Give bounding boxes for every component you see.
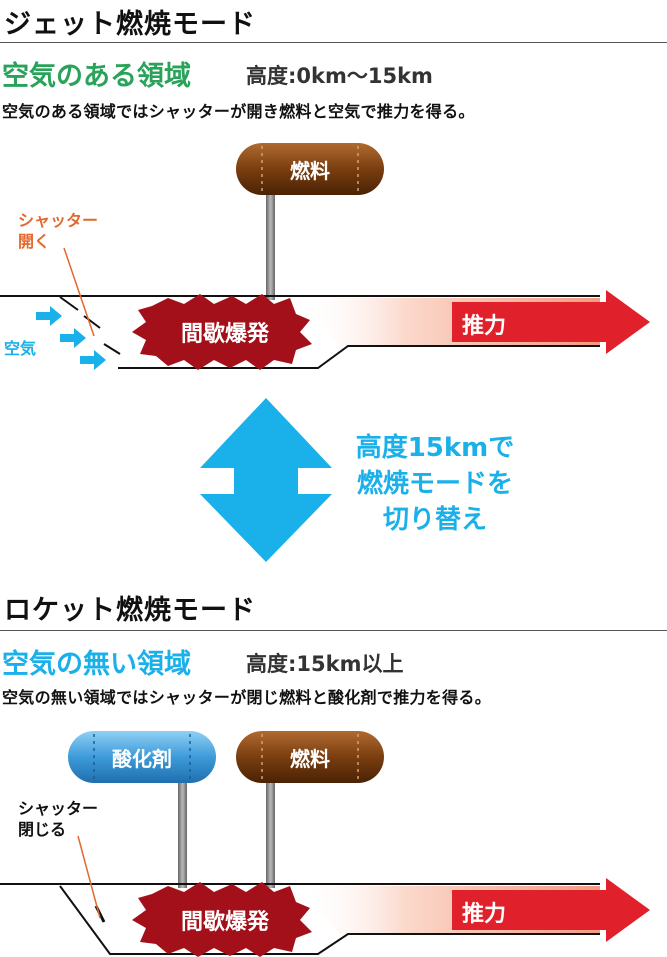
- jet-shutter-lower: [103, 343, 121, 355]
- jet-mode-title: ジェット燃焼モード: [4, 9, 256, 40]
- rocket-region-title: 空気の無い領域: [2, 649, 191, 680]
- rocket-oxidizer-label: 酸化剤: [112, 747, 172, 771]
- rocket-thrust-arrow: [452, 878, 650, 942]
- air-arrow-icon: [36, 306, 62, 326]
- jet-burst-shape: [132, 294, 312, 370]
- rocket-shutter-note-line1: シャッター: [18, 799, 99, 818]
- mode-switch-caption: 高度15kmで 燃焼モードを 切り替え: [345, 430, 525, 538]
- jet-fuel-tank: [236, 143, 384, 195]
- rocket-thrust-label: 推力: [462, 902, 507, 927]
- rocket-altitude: 高度:15km以上: [246, 652, 404, 676]
- rocket-engine: [0, 731, 650, 957]
- jet-air-arrows: [36, 306, 106, 370]
- jet-air-label: 空気: [4, 339, 37, 358]
- air-arrow-icon: [80, 350, 106, 370]
- rocket-duct-bottom: [59, 885, 600, 955]
- jet-region-title: 空気のある領域: [2, 61, 191, 92]
- jet-fuel-pipe: [266, 192, 275, 300]
- jet-duct-bottom: [118, 345, 600, 369]
- mode-switch-line1: 高度15kmで: [355, 433, 515, 463]
- jet-thrust-label: 推力: [462, 314, 507, 339]
- rocket-burst-shape: [132, 882, 312, 957]
- mode-switch-line2: 燃焼モードを: [356, 469, 513, 499]
- rocket-shutter-leader: [77, 835, 101, 919]
- air-arrow-icon: [60, 328, 86, 348]
- rocket-description: 空気の無い領域ではシャッターが閉じ燃料と酸化剤で推力を得る。: [2, 688, 492, 707]
- jet-burst-label: 間歇爆発: [180, 322, 269, 347]
- jet-shutter-note-line1: シャッター: [18, 211, 99, 230]
- jet-title-divider: [0, 42, 667, 43]
- jet-thrust-arrow: [452, 290, 650, 354]
- jet-fuel-label: 燃料: [290, 159, 330, 183]
- rocket-fuel-tank: [236, 731, 384, 783]
- rocket-shutter-note-line2: 閉じる: [18, 820, 67, 839]
- rocket-shutter-note: シャッター 閉じる: [18, 798, 98, 840]
- jet-engine: [0, 143, 650, 370]
- mode-switch-line3: 切り替え: [382, 505, 487, 535]
- rocket-oxidizer-pipe: [178, 780, 187, 888]
- mode-switch-double-arrow-icon: [200, 398, 332, 562]
- rocket-title-divider: [0, 630, 667, 631]
- jet-altitude: 高度:0km〜15km: [246, 64, 433, 88]
- jet-shutter-note-line2: 開く: [18, 232, 51, 251]
- rocket-mode-title: ロケット燃焼モード: [4, 595, 256, 626]
- rocket-fuel-label: 燃料: [290, 747, 330, 771]
- jet-shutter-note: シャッター 開く: [18, 210, 98, 252]
- rocket-burst-label: 間歇爆発: [180, 910, 269, 935]
- jet-shutter-mid: [83, 315, 101, 329]
- jet-description: 空気のある領域ではシャッターが開き燃料と空気で推力を得る。: [2, 102, 475, 121]
- jet-shutter-leader: [63, 247, 95, 337]
- rocket-fuel-pipe: [266, 780, 275, 888]
- jet-shutter-upper: [59, 296, 79, 311]
- rocket-oxidizer-tank: [68, 731, 216, 783]
